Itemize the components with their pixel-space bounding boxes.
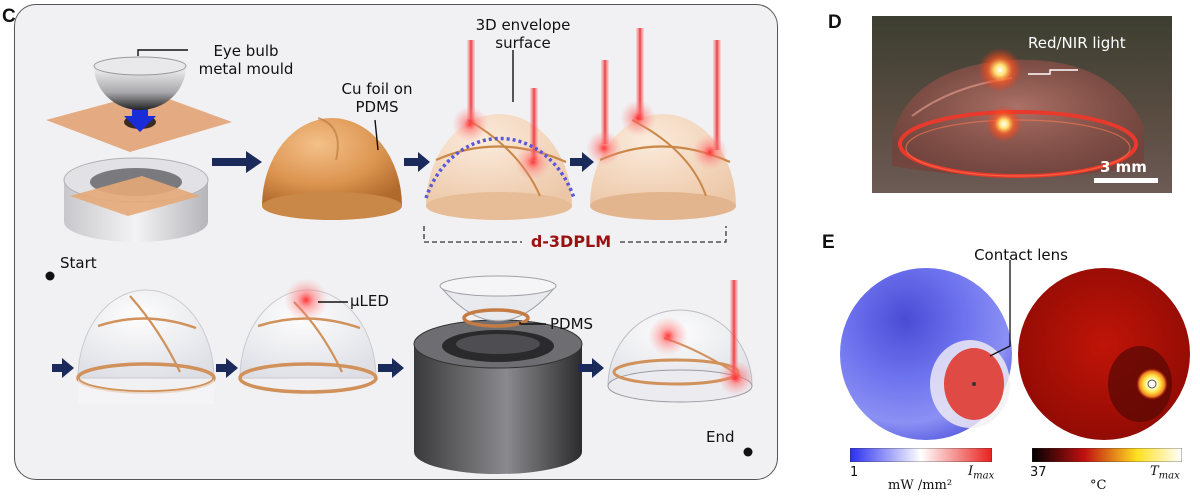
cbar2-max: Tmax [1150, 464, 1180, 482]
cu-foil-label-line1: Cu foil on [341, 80, 413, 98]
pdms-label: PDMS [550, 315, 594, 333]
cbar1-unit: mW /mm² [888, 478, 953, 493]
cbar1-min: 1 [850, 465, 859, 480]
temperature-colorbar [1032, 448, 1182, 462]
cbar1-max: Imax [968, 464, 994, 482]
uled-label: μLED [350, 292, 389, 310]
cu-foil-label: Cu foil on PDMS [322, 80, 432, 116]
end-marker [600, 447, 753, 457]
start-marker [45, 271, 190, 281]
cbar1-max-sub: max [973, 470, 995, 482]
final-lens [607, 280, 754, 403]
flow-arrow-3 [570, 152, 594, 172]
intensity-colorbar [850, 448, 992, 462]
d3dplm-label: d-3DPLM [530, 232, 612, 251]
flow-arrow-4 [52, 358, 74, 378]
cbar2-min: 37 [1030, 465, 1047, 480]
cbar2-max-sub: max [1158, 470, 1180, 482]
mould-label-line1: Eye bulb [213, 42, 279, 60]
lens-photo: Red/NIR light 3 mm [872, 16, 1172, 193]
cu-foil-dome [262, 117, 402, 220]
panel-d-letter: D [828, 12, 842, 33]
cbar1-max-main: I [968, 464, 974, 479]
flow-arrow-5 [216, 358, 238, 378]
panel-c-diagram [45, 28, 754, 474]
envelope-label: 3D envelope surface [468, 16, 578, 52]
lens-photo-art [872, 16, 1172, 193]
envelope-label-line1: 3D envelope [475, 16, 571, 34]
clear-dome-uled [238, 278, 378, 394]
d3dplm-bracket [423, 226, 727, 243]
start-label: Start [60, 254, 97, 272]
cbar2-unit: °C [1090, 478, 1107, 493]
flow-arrow-2 [404, 152, 430, 172]
envelope-label-line2: surface [495, 34, 551, 52]
end-label: End [706, 428, 735, 446]
mould-assembly [46, 49, 232, 242]
mould-label: Eye bulb metal mould [186, 42, 306, 78]
light-label: Red/NIR light [1028, 34, 1126, 52]
panel-e-letter: E [822, 232, 835, 253]
cbar2-max-main: T [1150, 464, 1159, 479]
simulation-spheres [840, 260, 1190, 440]
scale-bar-label: 3 mm [1100, 158, 1147, 176]
flow-arrow-1 [212, 151, 262, 173]
illuminated-dome [586, 28, 736, 220]
flow-arrow-6 [378, 358, 404, 378]
panel-c-letter: C [2, 6, 16, 27]
clear-dome-1 [76, 289, 216, 404]
mould-label-line2: metal mould [198, 60, 294, 78]
envelope-dome [424, 40, 576, 220]
contact-lens-label: Contact lens [974, 246, 1068, 264]
flow-arrow-7 [578, 358, 604, 378]
cu-foil-label-line2: PDMS [355, 98, 399, 116]
pdms-mould [413, 275, 583, 474]
